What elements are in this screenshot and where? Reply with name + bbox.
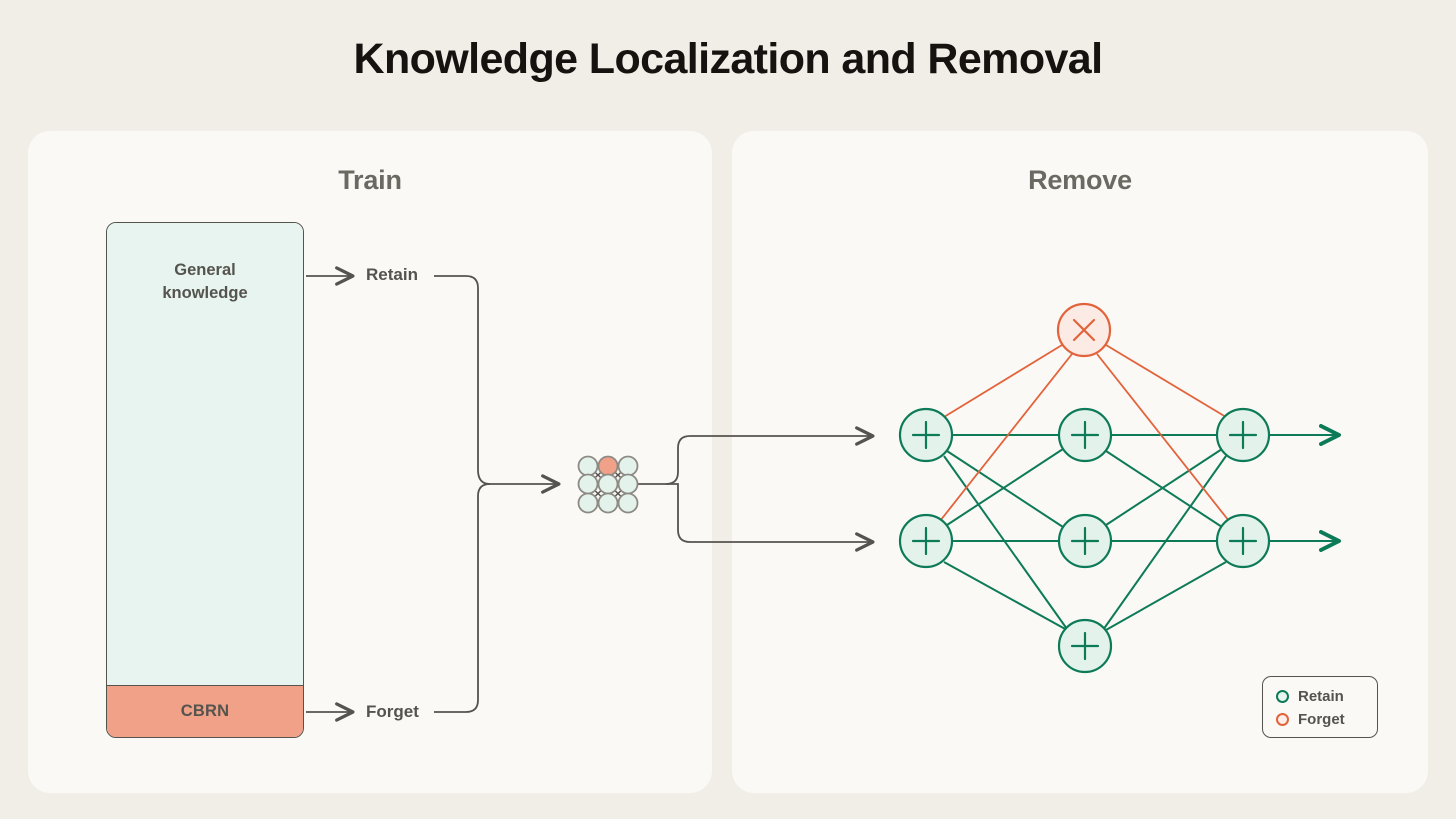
page-title: Knowledge Localization and Removal xyxy=(353,35,1104,83)
cbrn-block: CBRN xyxy=(107,685,303,737)
network-legend: Retain Forget xyxy=(1262,676,1378,738)
general-knowledge-label: General knowledge xyxy=(162,261,248,302)
panel-train-heading: Train xyxy=(338,165,402,195)
legend-label-retain: Retain xyxy=(1298,688,1344,705)
panel-remove-heading: Remove xyxy=(1028,165,1132,195)
cbrn-label: CBRN xyxy=(180,702,230,720)
legend-item-retain: Retain xyxy=(1276,685,1377,708)
knowledge-stack: General knowledge CBRN xyxy=(106,222,304,738)
forget-circle-icon xyxy=(1276,713,1289,726)
legend-item-forget: Forget xyxy=(1276,708,1377,731)
retain-circle-icon xyxy=(1276,690,1289,703)
general-knowledge-block: General knowledge xyxy=(107,223,303,687)
flow-label-forget: Forget xyxy=(366,702,419,721)
legend-label-forget: Forget xyxy=(1298,711,1345,728)
flow-label-retain: Retain xyxy=(366,265,418,284)
